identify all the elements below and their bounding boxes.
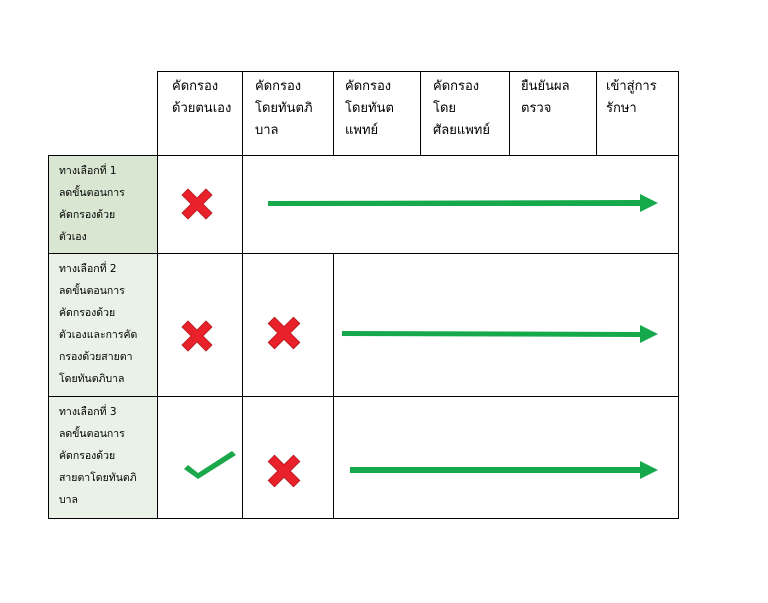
row-label-option-1: ทางเลือกที่ 1 ลดขั้นตอนการ คัดกรองด้วย ต… xyxy=(49,156,157,253)
header-confirm-result: ยืนยันผล ตรวจ xyxy=(521,79,570,116)
header-dentist-screening: คัดกรอง โดยทันต แพทย์ xyxy=(345,79,394,138)
cross-icon xyxy=(267,454,301,488)
cross-icon xyxy=(181,320,213,352)
right-arrow-icon xyxy=(268,194,658,212)
header-surgeon-screening: คัดกรอง โดย ศัลยแพทย์ xyxy=(433,79,490,138)
right-arrow-icon xyxy=(350,461,658,479)
cross-icon xyxy=(267,316,301,350)
header-self-screening: คัดกรอง ด้วยตนเอง xyxy=(172,79,232,116)
row-label-option-2: ทางเลือกที่ 2 ลดขั้นตอนการ คัดกรองด้วย ต… xyxy=(49,254,157,396)
check-icon xyxy=(184,451,236,479)
header-dental-nurse-screening: คัดกรอง โดยทันตภิ บาล xyxy=(255,79,313,138)
right-arrow-icon xyxy=(342,325,658,343)
row-label-option-3: ทางเลือกที่ 3 ลดขั้นตอนการ คัดกรองด้วย ส… xyxy=(49,397,157,518)
header-enter-treatment: เข้าสู่การ รักษา xyxy=(606,79,657,116)
cross-icon xyxy=(181,188,213,220)
